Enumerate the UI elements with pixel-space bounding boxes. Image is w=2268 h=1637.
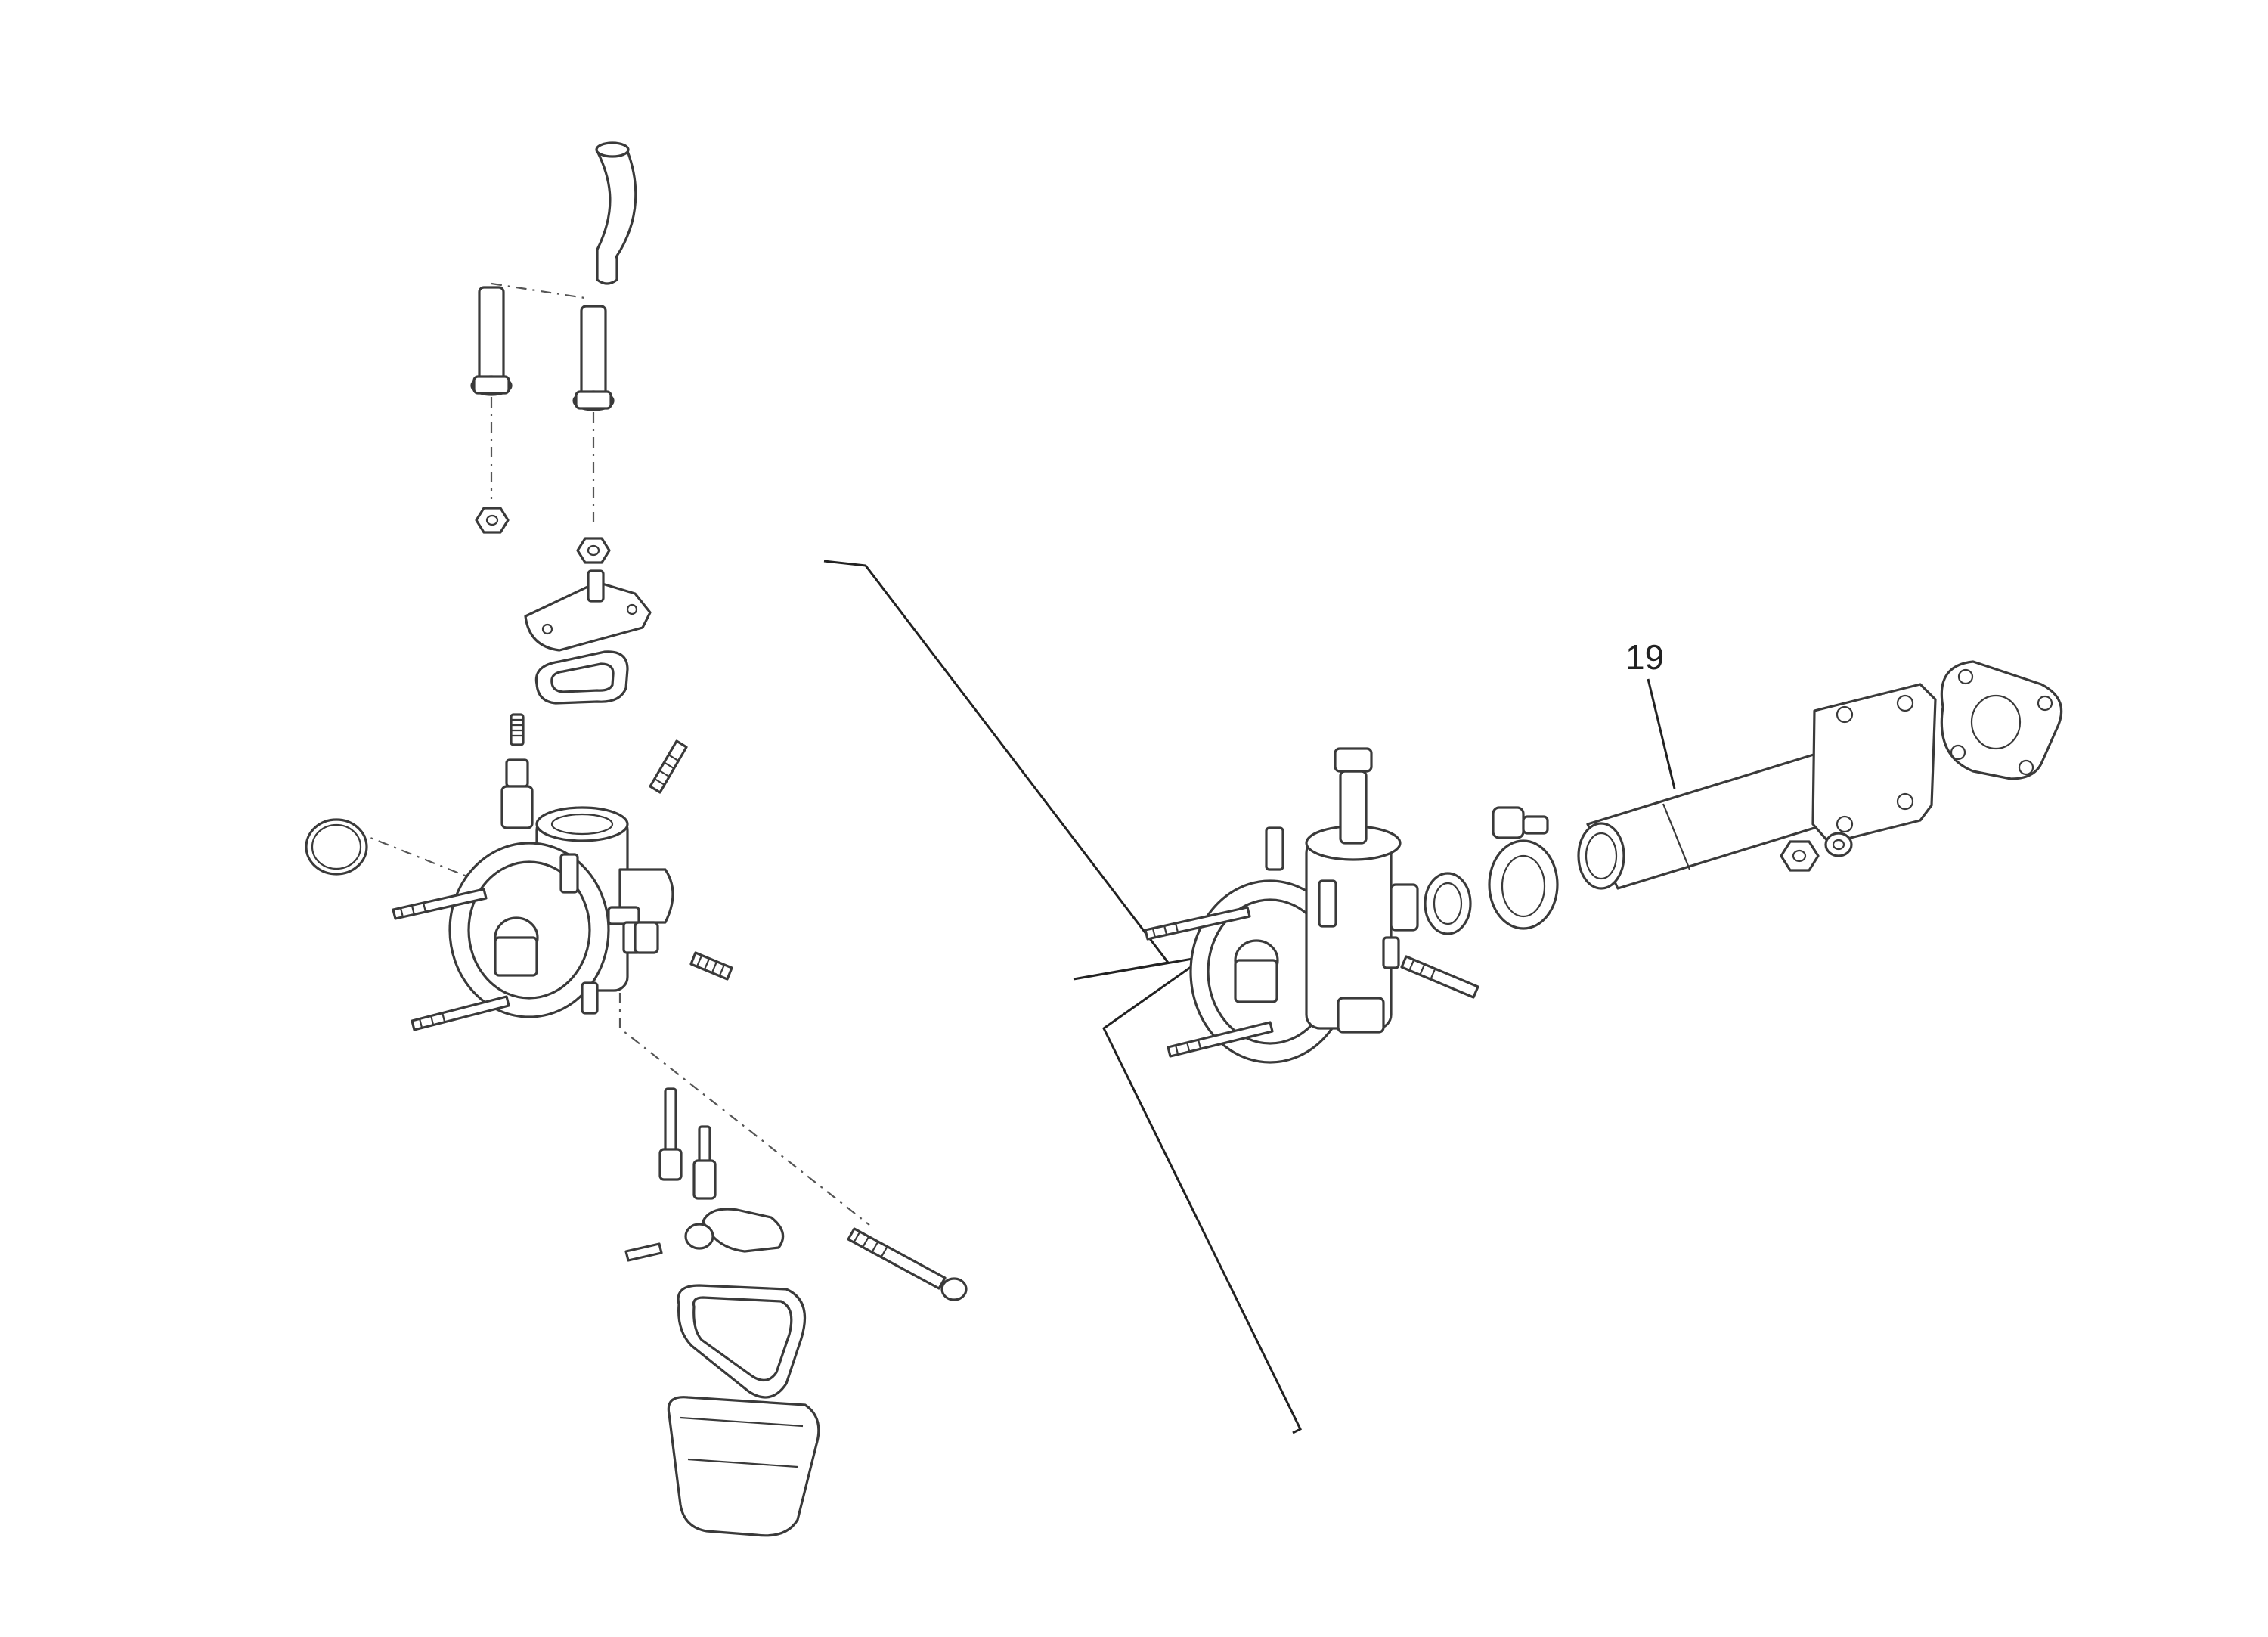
fuel-hose — [595, 141, 637, 285]
callout-19: 19 — [1625, 637, 1676, 789]
hose-clamp — [1488, 806, 1559, 930]
screw — [692, 1125, 717, 1200]
cover-plate — [524, 569, 652, 652]
jet — [500, 758, 534, 829]
washer — [1824, 832, 1853, 857]
pin — [649, 739, 688, 794]
stud — [1144, 906, 1251, 941]
float — [684, 1208, 785, 1253]
assembly-line — [491, 282, 590, 300]
stud — [392, 888, 488, 920]
idle-screw — [847, 1227, 968, 1301]
screw — [1400, 955, 1479, 999]
callout-leader — [1647, 678, 1676, 789]
carburetor-body — [1189, 747, 1419, 1064]
o-ring — [305, 818, 368, 876]
gasket — [534, 650, 629, 705]
stud — [411, 995, 510, 1031]
callout-label: 19 — [1625, 637, 1664, 677]
screw — [658, 1087, 683, 1181]
assembly-line — [355, 830, 469, 879]
pin — [624, 1242, 663, 1262]
intake-manifold — [1577, 683, 1937, 890]
stud — [1167, 1021, 1274, 1058]
nut — [576, 537, 611, 564]
break-line — [823, 560, 1303, 1434]
fuel-fitting — [470, 286, 513, 396]
seal-ring — [1424, 872, 1472, 935]
spring — [689, 951, 733, 981]
left-exploded-carburetor — [305, 141, 968, 1537]
carburetor-body — [448, 806, 674, 1018]
spring — [510, 713, 525, 746]
bowl-gasket — [677, 1284, 807, 1399]
float-bowl — [667, 1396, 820, 1537]
nut — [1780, 840, 1820, 872]
assembly-line — [618, 968, 870, 1226]
fuel-fitting — [572, 305, 615, 411]
right-assembled-carburetor: 19 — [1144, 637, 2063, 1064]
flange-gasket — [1940, 660, 2063, 780]
nut — [475, 507, 510, 534]
